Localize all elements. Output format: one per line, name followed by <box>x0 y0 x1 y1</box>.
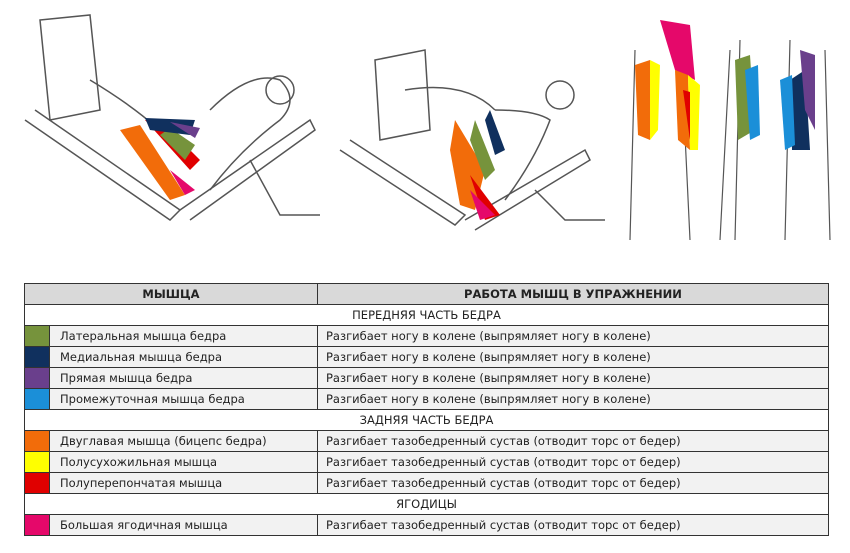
color-swatch <box>24 430 50 452</box>
muscle-name: Медиальная мышца бедра <box>49 346 318 368</box>
muscle-work: Разгибает тазобедренный сустав (отводит … <box>317 472 829 494</box>
muscle-name: Латеральная мышца бедра <box>49 325 318 347</box>
leg-press-illustration-extended <box>24 14 320 221</box>
color-swatch <box>24 367 50 389</box>
color-swatch <box>24 325 50 347</box>
muscle-work: Разгибает ногу в колене (выпрямляет ногу… <box>317 367 829 389</box>
color-swatch <box>24 514 50 536</box>
column-header-work: РАБОТА МЫШЦ В УПРАЖНЕНИИ <box>317 283 829 305</box>
color-swatch <box>24 346 50 368</box>
muscle-work: Разгибает тазобедренный сустав (отводит … <box>317 514 829 536</box>
muscle-work: Разгибает тазобедренный сустав (отводит … <box>317 430 829 452</box>
muscle-name: Двуглавая мышца (бицепс бедра) <box>49 430 318 452</box>
color-swatch <box>24 388 50 410</box>
section-row: ПЕРЕДНЯЯ ЧАСТЬ БЕДРА <box>24 304 829 326</box>
muscle-work: Разгибает ногу в колене (выпрямляет ногу… <box>317 388 829 410</box>
muscle-name: Большая ягодичная мышца <box>49 514 318 536</box>
color-swatch <box>24 451 50 473</box>
muscle-name: Полусухожильная мышца <box>49 451 318 473</box>
muscle-table: МЫШЦА РАБОТА МЫШЦ В УПРАЖНЕНИИ ПЕРЕДНЯЯ … <box>24 283 829 536</box>
section-title: ЗАДНЯЯ ЧАСТЬ БЕДРА <box>24 409 829 431</box>
muscle-name: Прямая мышца бедра <box>49 367 318 389</box>
section-title: ЯГОДИЦЫ <box>24 493 829 515</box>
muscle-name: Промежуточная мышца бедра <box>49 388 318 410</box>
section-row: ЗАДНЯЯ ЧАСТЬ БЕДРА <box>24 409 829 431</box>
thigh-anatomy-illustration <box>629 20 831 241</box>
muscle-work: Разгибает ногу в колене (выпрямляет ногу… <box>317 325 829 347</box>
section-row: ЯГОДИЦЫ <box>24 493 829 515</box>
muscle-work: Разгибает ногу в колене (выпрямляет ногу… <box>317 346 829 368</box>
color-swatch <box>24 472 50 494</box>
table-row: Двуглавая мышца (бицепс бедра)Разгибает … <box>24 430 829 452</box>
column-header-muscle: МЫШЦА <box>24 283 318 305</box>
leg-press-illustration-bent <box>339 49 605 231</box>
muscle-name: Полуперепончатая мышца <box>49 472 318 494</box>
muscle-work: Разгибает тазобедренный сустав (отводит … <box>317 451 829 473</box>
section-title: ПЕРЕДНЯЯ ЧАСТЬ БЕДРА <box>24 304 829 326</box>
